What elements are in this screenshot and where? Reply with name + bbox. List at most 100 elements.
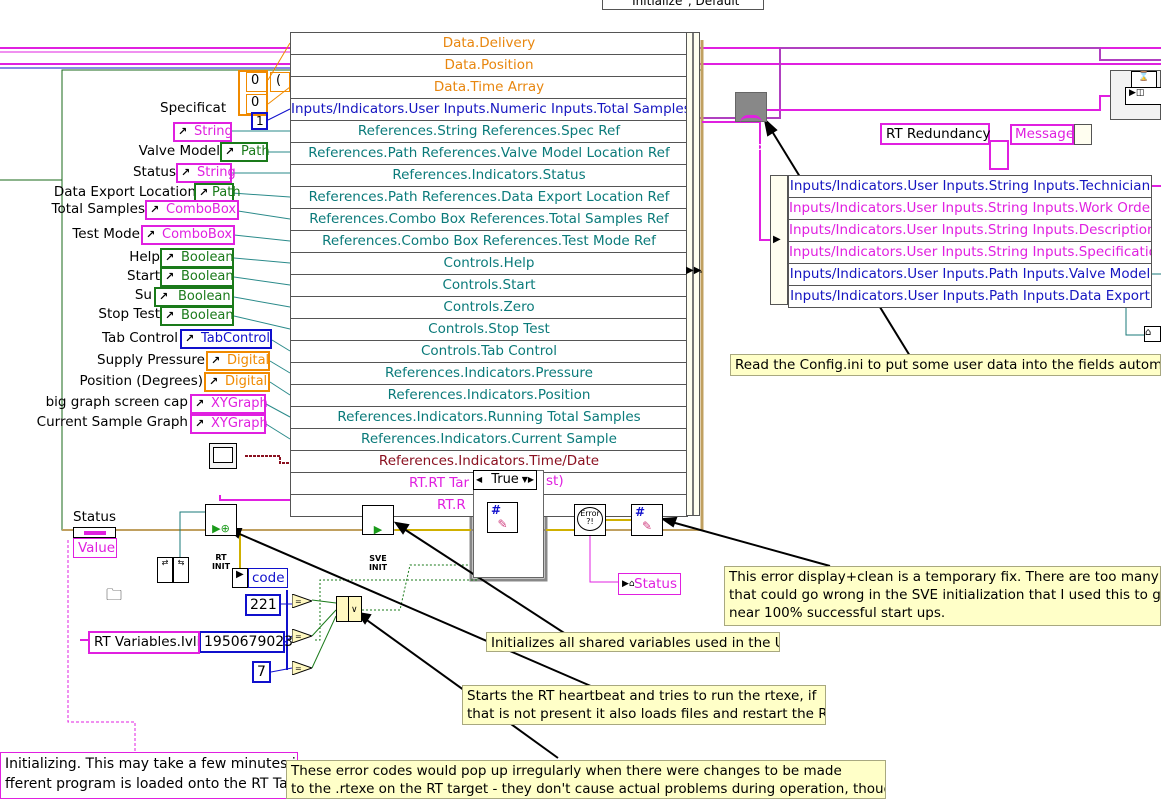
read-ini-icon[interactable]: READ INI bbox=[735, 92, 767, 160]
bundle-output-arrow: ▶▶ bbox=[686, 265, 702, 276]
terminal-total-samples-combo[interactable]: ComboBox bbox=[145, 200, 239, 220]
label-supply-pressure: Supply Pressure bbox=[97, 352, 205, 368]
label-help: Help bbox=[129, 249, 160, 265]
bundle-row[interactable]: Inputs/Indicators.User Inputs.Numeric In… bbox=[291, 99, 687, 121]
error-dialog-icon[interactable]: Error?! bbox=[574, 504, 606, 536]
label-position-degrees: Position (Degrees) bbox=[79, 373, 203, 389]
bundle-row[interactable]: Controls.Help bbox=[291, 253, 687, 275]
case-dropdown-icon[interactable]: ▼▶ bbox=[521, 475, 534, 484]
unbundle-row[interactable]: Inputs/Indicators.User Inputs.String Inp… bbox=[789, 198, 1151, 220]
bundle-row[interactable]: References.Indicators.Running Total Samp… bbox=[291, 407, 687, 429]
time-date-icon[interactable] bbox=[209, 443, 237, 469]
constant-1950679023[interactable]: 1950679023 bbox=[199, 631, 293, 653]
case-selector-text: "Initialize", Default bbox=[626, 0, 740, 8]
code-terminal[interactable]: code bbox=[248, 568, 288, 588]
label-start: Start bbox=[127, 268, 160, 284]
label-specification: Specificat bbox=[160, 100, 227, 116]
unbundle-row[interactable]: Inputs/Indicators.User Inputs.String Inp… bbox=[789, 220, 1151, 242]
equal-compare-3[interactable]: = bbox=[292, 661, 312, 675]
sve-init-icon[interactable]: ▶ SVE INIT bbox=[362, 505, 394, 572]
terminal-spec-string[interactable]: String bbox=[173, 122, 233, 142]
bundle-row[interactable]: References.Indicators.Pressure bbox=[291, 363, 687, 385]
terminal-big-graph-xygraph[interactable]: XYGraph bbox=[190, 394, 268, 414]
bundle-by-name[interactable]: Data.Delivery Data.Position Data.Time Ar… bbox=[290, 32, 688, 517]
unbundle-row[interactable]: Inputs/Indicators.User Inputs.String Inp… bbox=[789, 176, 1151, 198]
bundle-row[interactable]: Data.Time Array bbox=[291, 77, 687, 99]
label-data-export-location: Data Export Location bbox=[53, 184, 196, 200]
note-rt-heartbeat: Starts the RT heartbeat and tries to run… bbox=[462, 685, 826, 725]
status-indicator[interactable]: ▶⌂ Status bbox=[618, 573, 681, 595]
bundle-row[interactable]: Data.Delivery bbox=[291, 33, 687, 55]
equal-compare-1[interactable]: = bbox=[292, 594, 312, 608]
note-initializing: Initializing. This may take a few minute… bbox=[0, 752, 298, 799]
case-selector[interactable]: "Initialize", Default bbox=[602, 0, 764, 10]
constant-221[interactable]: 221 bbox=[245, 594, 281, 616]
rt-variables-terminal[interactable]: RT Variables.Ivli bbox=[88, 631, 200, 654]
code-unbundle-rail: ▶ bbox=[232, 568, 248, 588]
unbundle-row[interactable]: Inputs/Indicators.User Inputs.Path Input… bbox=[790, 288, 1150, 304]
svg-text:=: = bbox=[295, 632, 302, 641]
note-read-config: Read the Config.ini to put some user dat… bbox=[730, 354, 1161, 376]
right-edge-node[interactable]: ⌂ bbox=[1144, 326, 1161, 342]
unbundle-by-name[interactable]: Inputs/Indicators.User Inputs.String Inp… bbox=[788, 175, 1152, 308]
terminal-test-mode-combo[interactable]: ComboBox bbox=[141, 225, 235, 245]
message-unbundle-rail bbox=[1074, 124, 1092, 145]
message-terminal[interactable]: Message bbox=[1010, 124, 1074, 145]
rt-init-icon[interactable]: ▶⊕ RT INIT bbox=[205, 504, 237, 571]
compound-or[interactable]: ∨ bbox=[336, 596, 362, 622]
bundle-row[interactable]: References.String References.Spec Ref bbox=[291, 121, 687, 143]
equal-compare-2[interactable]: = bbox=[292, 629, 312, 643]
terminal-status-string[interactable]: String bbox=[176, 163, 236, 183]
bundle-row[interactable]: References.Path References.Data Export L… bbox=[291, 187, 687, 209]
folder-icon[interactable]: 🗀 bbox=[106, 585, 123, 604]
clear-errors-icon-2[interactable]: # ✎ bbox=[631, 504, 663, 536]
clear-errors-icon[interactable]: # ✎ bbox=[487, 502, 518, 533]
bundle-row[interactable]: Controls.Stop Test bbox=[291, 319, 687, 341]
label-tab-control: Tab Control bbox=[102, 330, 178, 346]
note-shared-variables: Initializes all shared variables used in… bbox=[486, 632, 780, 652]
network-icon-2[interactable]: ⇆ bbox=[173, 557, 189, 583]
terminal-zero-boolean[interactable]: Boolean bbox=[154, 287, 234, 307]
constant-zero-a[interactable]: 0 bbox=[246, 72, 268, 92]
bundle-row[interactable]: References.Combo Box References.Test Mod… bbox=[291, 231, 687, 253]
unbundle-row[interactable]: Inputs/Indicators.User Inputs.Path Input… bbox=[789, 264, 1151, 286]
label-valve-model: Valve Model bbox=[138, 143, 220, 159]
label-status: Status bbox=[132, 164, 176, 180]
label-zero: Su bbox=[134, 287, 152, 303]
terminal-current-sample-xygraph[interactable]: XYGraph bbox=[190, 414, 268, 434]
top-right-node[interactable]: ⌛ ▶◫ bbox=[1110, 70, 1161, 120]
bundle-row[interactable]: Controls.Zero bbox=[291, 297, 687, 319]
label-total-samples: Total Samples bbox=[51, 201, 145, 217]
label-big-graph-screen-cap: big graph screen cap bbox=[45, 394, 188, 410]
status-unbundle-head bbox=[73, 527, 116, 538]
bundle-row[interactable]: Controls.Tab Control bbox=[291, 341, 687, 363]
constant-one[interactable]: 1 bbox=[251, 112, 268, 130]
bundle-row[interactable]: Controls.Start bbox=[291, 275, 687, 297]
terminal-valve-path[interactable]: Path bbox=[220, 142, 270, 162]
terminal-help-boolean[interactable]: Boolean bbox=[160, 248, 234, 268]
terminal-tab-control[interactable]: TabControl bbox=[180, 329, 272, 349]
bundle-row[interactable]: RT.R bbox=[437, 497, 466, 513]
constant-7[interactable]: 7 bbox=[252, 661, 271, 683]
constant-zero-b[interactable]: 0 bbox=[246, 94, 268, 114]
case-selector-true[interactable]: ◀ True ▼▶ bbox=[473, 470, 537, 490]
bundle-row[interactable]: References.Indicators.Position bbox=[291, 385, 687, 407]
bundle-rail bbox=[686, 32, 700, 516]
bundle-row[interactable]: References.Indicators.Current Sample bbox=[291, 429, 687, 451]
terminal-stop-test-boolean[interactable]: Boolean bbox=[160, 306, 234, 326]
rt-redundancy-label[interactable]: RT Redundancy bbox=[880, 123, 991, 145]
note-error-display: This error display+clean is a temporary … bbox=[724, 566, 1161, 626]
terminal-position-digital[interactable]: Digital bbox=[204, 372, 270, 392]
bundle-row[interactable]: Data.Position bbox=[291, 55, 687, 77]
terminal-supply-pressure-digital[interactable]: Digital bbox=[206, 351, 270, 371]
bundle-row[interactable]: References.Indicators.Status bbox=[291, 165, 687, 187]
bundle-row[interactable]: References.Path References.Valve Model L… bbox=[291, 143, 687, 165]
label-current-sample-graph: Current Sample Graph bbox=[36, 414, 188, 430]
network-icon[interactable]: ⇄ bbox=[157, 557, 173, 583]
bundle-row[interactable]: References.Combo Box References.Total Sa… bbox=[291, 209, 687, 231]
unbundle-row[interactable]: Inputs/Indicators.User Inputs.String Inp… bbox=[789, 242, 1151, 264]
terminal-start-boolean[interactable]: Boolean bbox=[160, 267, 234, 287]
case-left-arrow[interactable]: ◀ bbox=[476, 475, 483, 484]
value-terminal[interactable]: Value bbox=[73, 538, 117, 558]
constant-paren[interactable]: ( bbox=[270, 72, 290, 92]
